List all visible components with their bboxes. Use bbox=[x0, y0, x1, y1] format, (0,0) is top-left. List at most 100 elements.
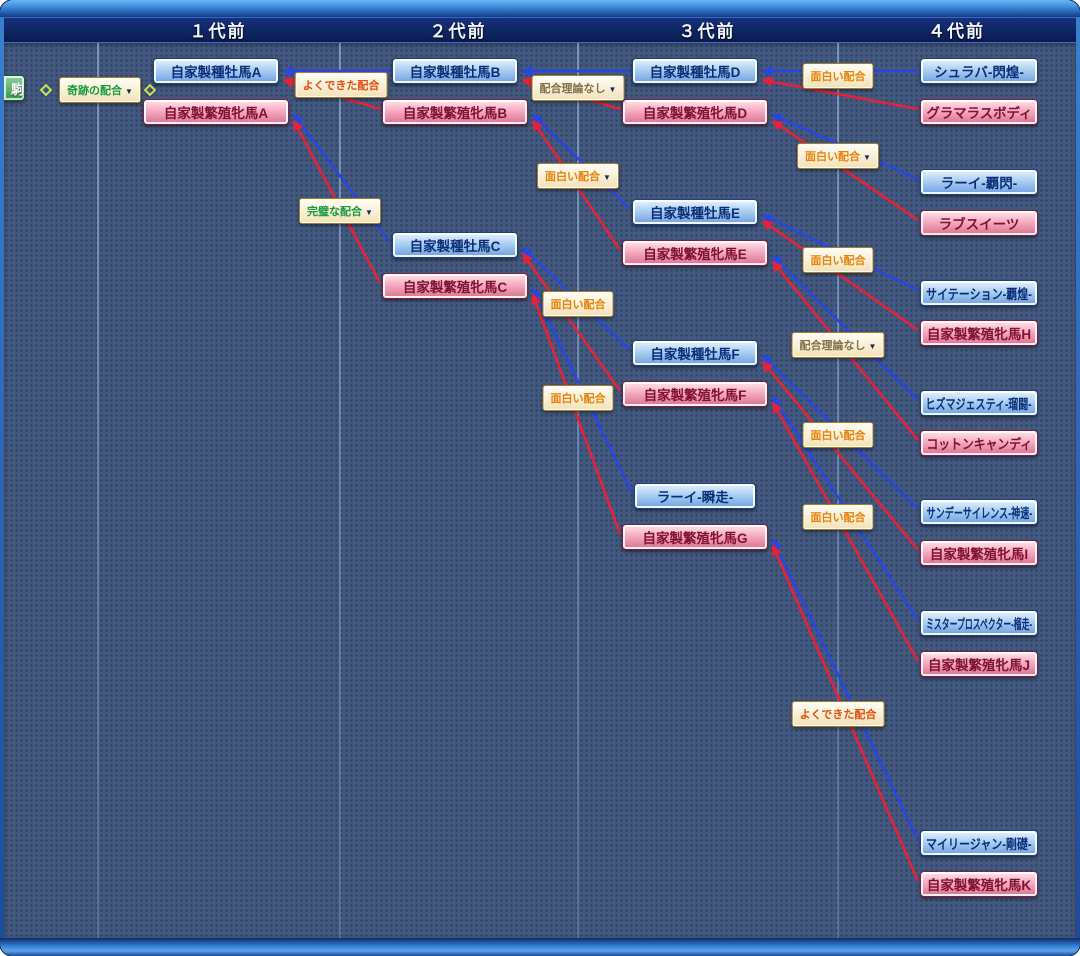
horse-name: 自家製繁殖牝馬G bbox=[642, 531, 748, 546]
combo-text: 面白い配合 bbox=[810, 430, 866, 442]
window-bottom-frame bbox=[0, 938, 1080, 956]
column-divider bbox=[339, 18, 341, 938]
horse-name: サンデーサイレンス-神速- bbox=[926, 506, 1032, 521]
combo-label-pair-g[interactable]: 面白い配合 bbox=[542, 385, 614, 411]
combo-text: 面白い配合 bbox=[545, 171, 601, 183]
horse-name: 自家製種牡馬E bbox=[649, 206, 740, 221]
horse-dam-f[interactable]: 自家製繁殖牝馬F bbox=[622, 381, 768, 407]
horse-love-sweets[interactable]: ラブスイーツ bbox=[920, 210, 1038, 236]
horse-name: 自家製種牡馬B bbox=[409, 65, 501, 80]
horse-cotton-candy[interactable]: コットンキャンディ bbox=[920, 430, 1038, 456]
dropdown-arrow-icon: ▼ bbox=[868, 342, 877, 351]
horse-name: 自家製繁殖牝馬K bbox=[926, 878, 1032, 893]
horse-name: ラーイ-瞬走- bbox=[656, 490, 734, 505]
horse-dam-e[interactable]: 自家製繁殖牝馬E bbox=[622, 240, 768, 266]
horse-name: 自家製種牡馬D bbox=[649, 65, 741, 80]
horse-sire-f[interactable]: 自家製種牡馬F bbox=[632, 340, 758, 366]
horse-name: サイテーション-覇煌- bbox=[926, 287, 1032, 302]
combo-text: 面白い配合 bbox=[805, 151, 861, 163]
horse-glamorous-body[interactable]: グラマラスボディ bbox=[920, 99, 1038, 125]
dropdown-arrow-icon: ▼ bbox=[863, 153, 871, 162]
horse-name: ヒズマジェスティ-瑠闘- bbox=[925, 397, 1033, 412]
combo-label-pair-k[interactable]: 配合理論なし▼ bbox=[791, 332, 885, 358]
horse-name: 自家製繁殖牝馬I bbox=[929, 547, 1029, 562]
horse-name: 自家製繁殖牝馬C bbox=[402, 280, 508, 295]
horse-mr-prospector[interactable]: ミスタープロスペクター-榴走- bbox=[920, 610, 1038, 636]
subject-horse-name: 駒 bbox=[10, 81, 24, 97]
horse-dam-c[interactable]: 自家製繁殖牝馬C bbox=[382, 273, 528, 299]
generation-header-band bbox=[0, 17, 1080, 43]
generation-column-header-3: ３代前 bbox=[678, 22, 736, 41]
horse-name: 自家製繁殖牝馬H bbox=[926, 327, 1032, 342]
combo-text: 完璧な配合 bbox=[307, 206, 363, 218]
horse-citation[interactable]: サイテーション-覇煌- bbox=[920, 280, 1038, 306]
horse-name: マイリージャン-剛礎- bbox=[926, 837, 1032, 852]
horse-sire-c[interactable]: 自家製種牡馬C bbox=[392, 232, 518, 258]
combo-text: 面白い配合 bbox=[550, 393, 606, 405]
combo-text: 面白い配合 bbox=[550, 299, 606, 311]
combo-label-pair-f[interactable]: 面白い配合 bbox=[542, 291, 614, 317]
combo-text: よくできた配合 bbox=[799, 709, 877, 721]
horse-dam-j[interactable]: 自家製繁殖牝馬J bbox=[920, 651, 1038, 677]
combo-text: 配合理論なし bbox=[539, 83, 606, 95]
horse-name: 自家製繁殖牝馬A bbox=[163, 106, 269, 121]
horse-miley-jan[interactable]: マイリージャン-剛礎- bbox=[920, 830, 1038, 856]
horse-dam-b[interactable]: 自家製繁殖牝馬B bbox=[382, 99, 528, 125]
generation-column-header-4: ４代前 bbox=[928, 22, 985, 41]
horse-name: 自家製繁殖牝馬E bbox=[643, 247, 747, 262]
horse-sire-d[interactable]: 自家製種牡馬D bbox=[632, 58, 758, 84]
combo-label-pair-c[interactable]: 完璧な配合▼ bbox=[299, 198, 381, 224]
horse-name: コットンキャンディ bbox=[926, 437, 1032, 452]
dropdown-arrow-icon: ▼ bbox=[365, 208, 373, 217]
combo-label-pair-j[interactable]: 面白い配合 bbox=[802, 247, 874, 273]
generation-column-header-1: １代前 bbox=[189, 22, 247, 41]
horse-name: 自家製種牡馬A bbox=[170, 65, 262, 80]
combo-text: 奇跡の配合 bbox=[67, 85, 123, 97]
subject-horse[interactable]: 駒 bbox=[4, 75, 25, 101]
horse-dam-h[interactable]: 自家製繁殖牝馬H bbox=[920, 320, 1038, 346]
horse-dam-d[interactable]: 自家製繁殖牝馬D bbox=[622, 99, 768, 125]
combo-text: 面白い配合 bbox=[810, 512, 866, 524]
combo-label-pair-h[interactable]: 面白い配合 bbox=[802, 63, 874, 89]
combo-label-pair-i[interactable]: 面白い配合▼ bbox=[797, 143, 879, 169]
horse-dam-k[interactable]: 自家製繁殖牝馬K bbox=[920, 871, 1038, 897]
horse-dam-a[interactable]: 自家製繁殖牝馬A bbox=[143, 99, 289, 125]
combo-label-pair-e[interactable]: 面白い配合▼ bbox=[537, 163, 619, 189]
horse-name: ラブスイーツ bbox=[938, 217, 1020, 232]
column-divider bbox=[97, 18, 99, 938]
combo-text: 配合理論なし bbox=[799, 340, 866, 352]
horse-rai-shunso[interactable]: ラーイ-瞬走- bbox=[634, 483, 756, 509]
horse-dam-g[interactable]: 自家製繁殖牝馬G bbox=[622, 524, 768, 550]
horse-name: ラーイ-覇閃- bbox=[940, 176, 1018, 191]
window-right-frame bbox=[1076, 17, 1080, 938]
horse-name: 自家製繁殖牝馬F bbox=[643, 388, 747, 403]
horse-name: 自家製繁殖牝馬D bbox=[642, 106, 748, 121]
horse-name: シュラバ-閃煌- bbox=[934, 65, 1024, 80]
combo-label-pair-l[interactable]: 面白い配合 bbox=[802, 422, 874, 448]
horse-sire-a[interactable]: 自家製種牡馬A bbox=[153, 58, 279, 84]
horse-name: 自家製種牡馬F bbox=[650, 347, 740, 362]
horse-name: 自家製種牡馬C bbox=[409, 239, 501, 254]
horse-dam-i[interactable]: 自家製繁殖牝馬I bbox=[920, 540, 1038, 566]
combo-label-pair-m[interactable]: 面白い配合 bbox=[802, 504, 874, 530]
horse-sire-b[interactable]: 自家製種牡馬B bbox=[392, 58, 518, 84]
horse-sire-e[interactable]: 自家製種牡馬E bbox=[632, 199, 758, 225]
horse-his-majesty[interactable]: ヒズマジェスティ-瑠闘- bbox=[920, 390, 1038, 416]
combo-text: よくできた配合 bbox=[302, 80, 380, 92]
combo-label-pair-d[interactable]: 配合理論なし▼ bbox=[531, 75, 625, 101]
horse-name: 自家製繁殖牝馬B bbox=[402, 106, 508, 121]
combo-label-pair-b[interactable]: よくできた配合 bbox=[294, 72, 388, 98]
combo-text: 面白い配合 bbox=[810, 71, 866, 83]
generation-column-header-2: ２代前 bbox=[429, 22, 487, 41]
dropdown-arrow-icon: ▼ bbox=[125, 87, 133, 96]
horse-name: グラマラスボディ bbox=[926, 106, 1032, 121]
horse-sunday-silence[interactable]: サンデーサイレンス-神速- bbox=[920, 499, 1038, 525]
combo-label-subject-pair[interactable]: 奇跡の配合▼ bbox=[59, 77, 141, 103]
dropdown-arrow-icon: ▼ bbox=[608, 85, 617, 94]
combo-label-pair-n[interactable]: よくできた配合 bbox=[791, 701, 885, 727]
horse-rai-hasen[interactable]: ラーイ-覇閃- bbox=[920, 169, 1038, 195]
combo-text: 面白い配合 bbox=[810, 255, 866, 267]
horse-name: ミスタープロスペクター-榴走- bbox=[925, 617, 1033, 632]
horse-shuraba[interactable]: シュラバ-閃煌- bbox=[920, 58, 1038, 84]
